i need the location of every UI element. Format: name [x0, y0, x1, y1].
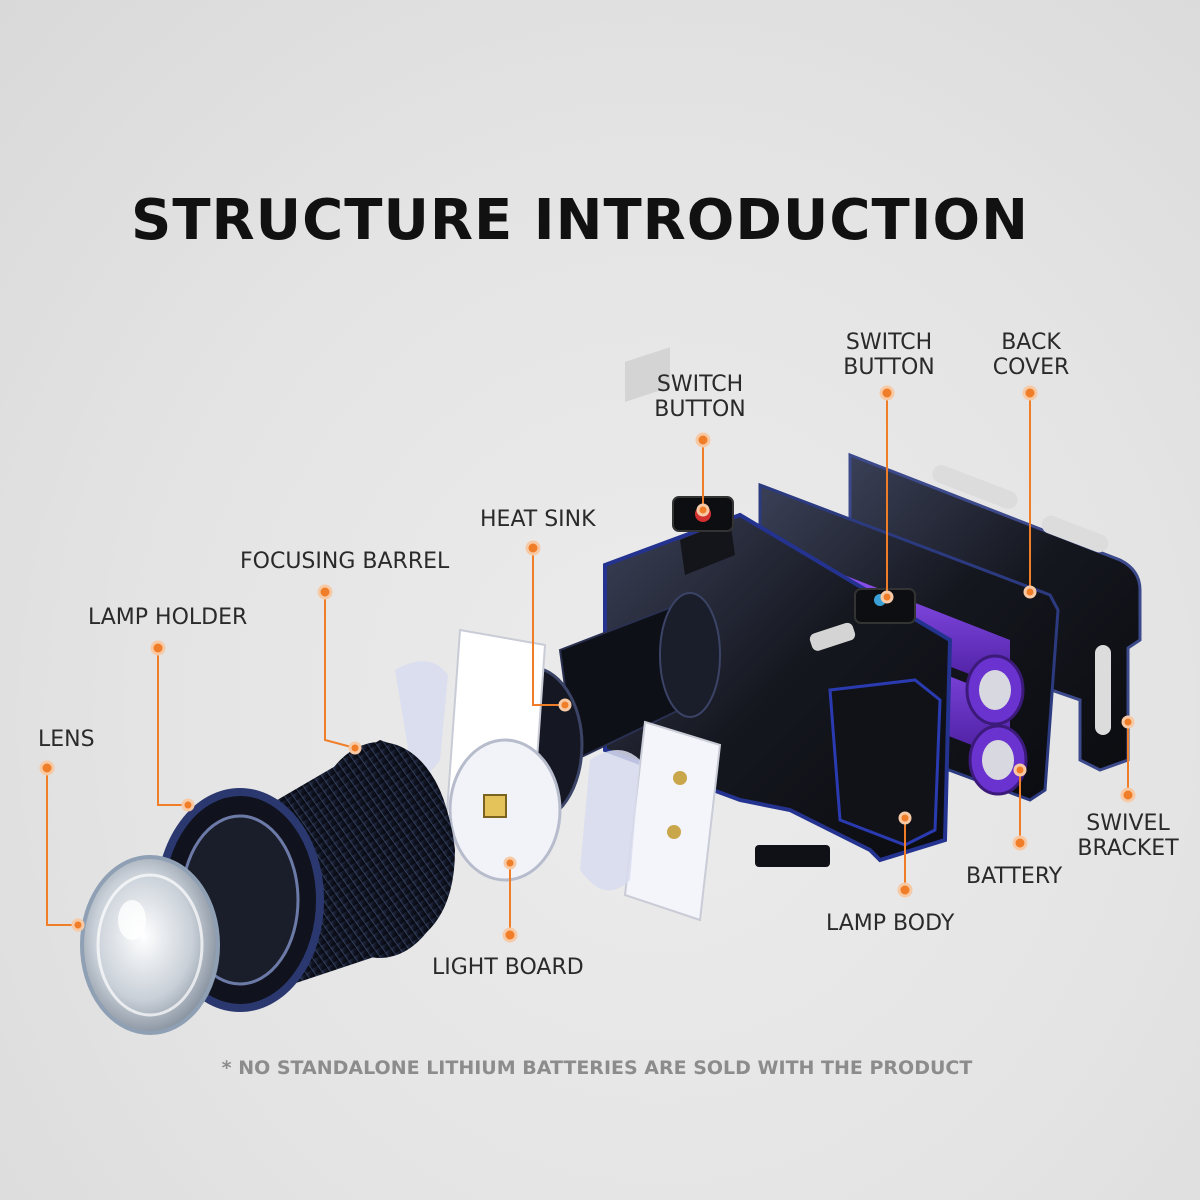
light-board	[448, 738, 562, 882]
callout-dot	[1121, 715, 1135, 729]
label-switch-button-right: SWITCH BUTTON	[843, 330, 934, 380]
label-line: BUTTON	[654, 397, 746, 422]
label-line: BUTTON	[843, 355, 935, 380]
callout-dot	[1022, 385, 1038, 401]
label-switch-button-left: SWITCH BUTTON	[654, 372, 745, 422]
callout-dot	[502, 927, 518, 943]
label-lamp-body: LAMP BODY	[826, 911, 955, 936]
callout-dot	[503, 856, 517, 870]
callout-dot	[897, 882, 913, 898]
callout-dot	[558, 698, 572, 712]
label-line: SWIVEL	[1086, 811, 1170, 836]
callout-dot	[695, 432, 711, 448]
leader-lamp-holder	[157, 648, 188, 806]
callout-dot	[880, 590, 894, 604]
label-line: COVER	[992, 355, 1070, 380]
callout-dot	[1120, 787, 1136, 803]
callout-dot	[150, 640, 166, 656]
label-lens: LENS	[38, 727, 95, 752]
leader-heat-sink	[532, 548, 565, 706]
callout-dot	[317, 584, 333, 600]
leader-focusing-barrel	[324, 592, 356, 749]
callout-dot	[696, 503, 710, 517]
label-battery: BATTERY	[966, 864, 1063, 889]
label-focusing-barrel: FOCUSING BARREL	[240, 549, 450, 574]
label-line: BRACKET	[1077, 836, 1179, 861]
callout-dot	[879, 385, 895, 401]
label-lamp-holder: LAMP HOLDER	[88, 605, 248, 630]
label-heat-sink: HEAT SINK	[480, 507, 596, 532]
callout-dot	[1012, 835, 1028, 851]
callout-dot	[1013, 763, 1027, 777]
footnote: * NO STANDALONE LITHIUM BATTERIES ARE SO…	[221, 1057, 973, 1079]
label-swivel-bracket: SWIVEL BRACKET	[1077, 811, 1178, 861]
label-light-board: LIGHT BOARD	[432, 955, 584, 980]
callout-dot	[71, 918, 85, 932]
leader-lens	[46, 768, 78, 926]
switch-button-side	[854, 588, 916, 624]
callout-dot	[181, 798, 195, 812]
label-line: BACK	[1001, 330, 1061, 355]
label-line: SWITCH	[656, 372, 744, 397]
callout-dot	[898, 811, 912, 825]
lens	[80, 855, 220, 1035]
rubber-plug	[755, 845, 830, 867]
page-title: STRUCTURE INTRODUCTION	[131, 188, 1029, 253]
callout-dot	[348, 741, 362, 755]
label-line: SWITCH	[845, 330, 933, 355]
callout-dot	[525, 540, 541, 556]
callout-dot	[39, 760, 55, 776]
callout-dot	[1023, 585, 1037, 599]
label-back-cover: BACK COVER	[993, 330, 1070, 380]
